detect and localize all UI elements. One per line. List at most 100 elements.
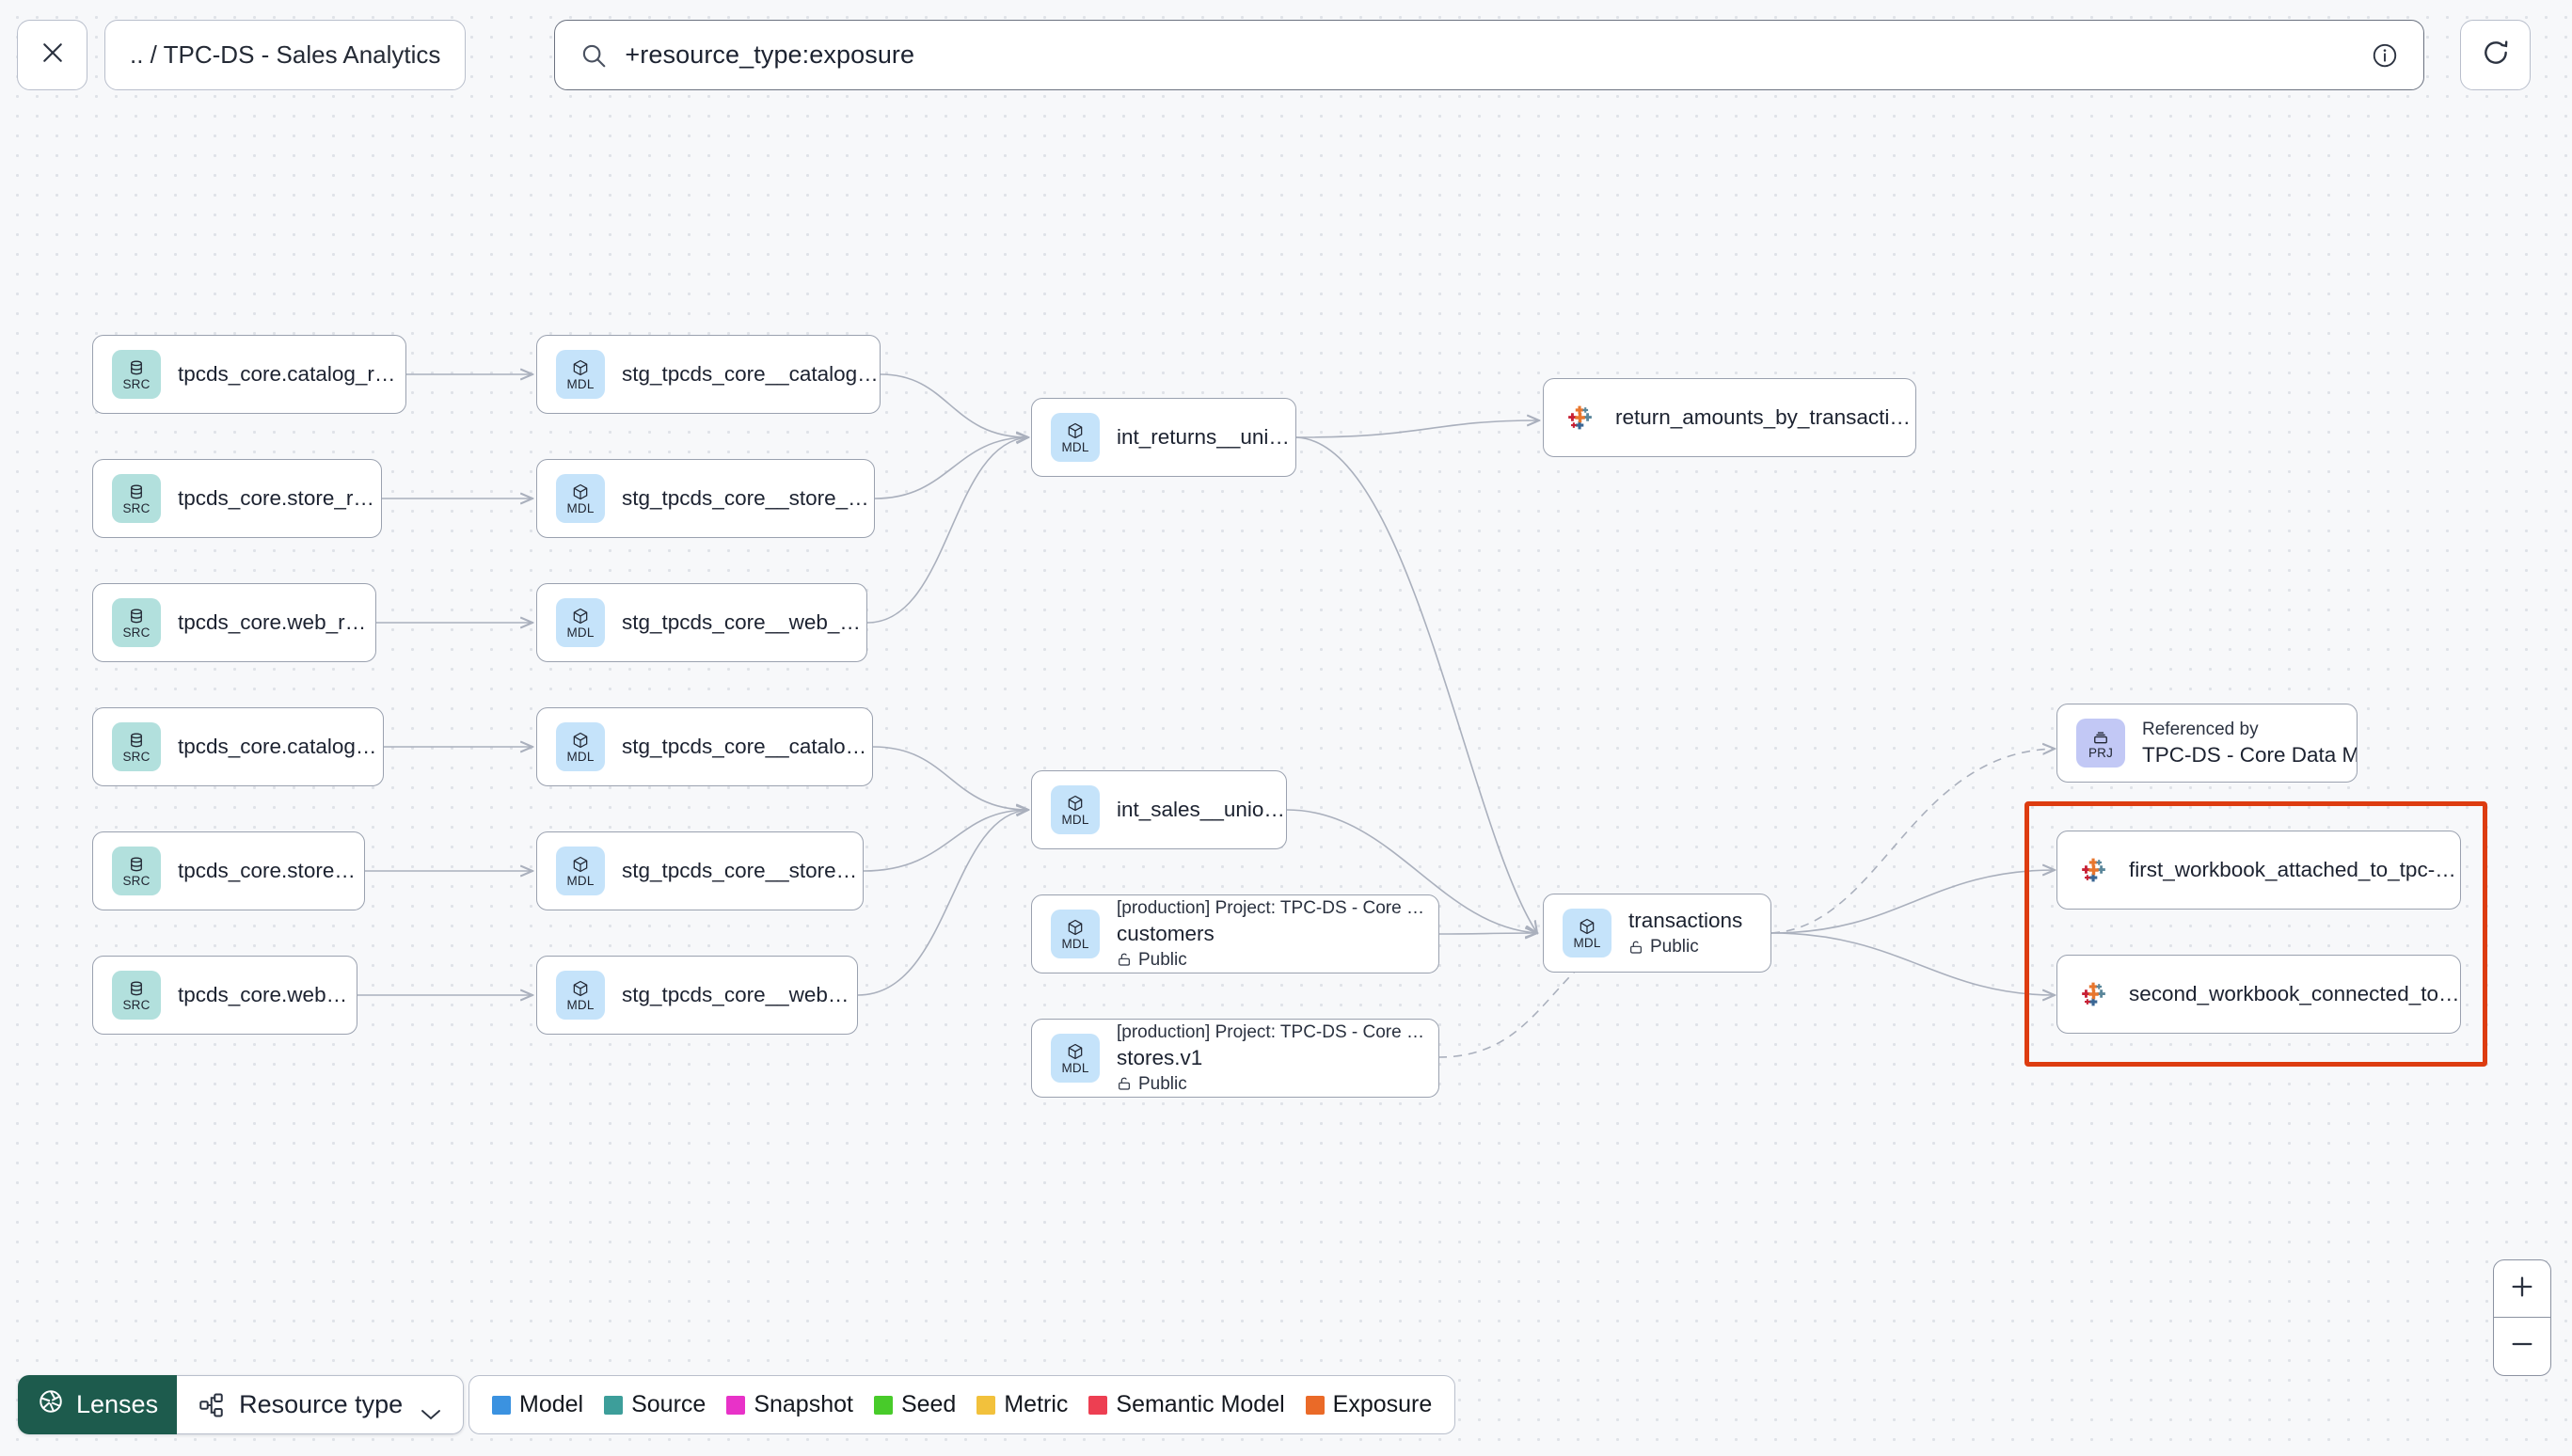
info-icon[interactable] [2371,41,2399,70]
node-semantic-model[interactable]: MDL [production] Project: TPC-DS - Core … [1031,894,1439,973]
lenses-control-group: Lenses Resource type [18,1375,465,1434]
breadcrumb[interactable]: .. / TPC-DS - Sales Analytics [104,20,467,90]
legend-item: Exposure [1305,1391,1433,1418]
search-input[interactable] [625,40,2372,70]
search-bar[interactable] [554,20,2425,90]
badge-label: MDL [566,377,595,391]
node-access: Public [1117,950,1425,971]
legend-label: Seed [900,1391,957,1417]
close-button[interactable] [17,20,87,90]
legend-swatch [873,1395,893,1415]
refresh-icon [2481,38,2511,72]
node-metric[interactable]: return_amounts_by_transaction_type [1543,378,1916,457]
tableau-icon [1563,400,1598,435]
node-semantic-model[interactable]: MDL [production] Project: TPC-DS - Core … [1031,1019,1439,1098]
badge-label: MDL [1061,813,1089,827]
node-label: customers [1117,921,1215,945]
node-access-label: Public [1138,949,1187,970]
node-label: tpcds_core.web_returns [178,610,375,634]
node-source[interactable]: SRC tpcds_core.store_sales [92,831,365,910]
node-model-intermediate[interactable]: MDL int_returns__unioned [1031,398,1296,477]
legend-swatch [1088,1395,1108,1415]
node-exposure[interactable]: first_workbook_attached_to_tpc-ds_-_… [2056,831,2461,910]
node-model-staging[interactable]: MDL stg_tpcds_core__catalog_returns [536,335,881,414]
node-source[interactable]: SRC tpcds_core.store_returns [92,459,382,538]
node-access-label: Public [1650,937,1699,957]
unlock-icon [1117,952,1132,968]
minus-icon [2509,1331,2535,1362]
node-label: stg_tpcds_core__catalog_returns [622,362,880,386]
legend-item: Source [604,1391,706,1418]
resource-type-label: Resource type [239,1390,404,1418]
node-access-label: Public [1138,1073,1187,1094]
badge-label: MDL [1573,936,1601,950]
badge-label: MDL [566,625,595,640]
node-model-intermediate[interactable]: MDL int_sales__unioned [1031,770,1287,849]
model-badge: MDL [1051,413,1100,462]
badge-label: PRJ [2088,746,2114,760]
legend-label: Semantic Model [1116,1391,1285,1417]
resource-type-legend: Model Source Snapshot Seed Metric Semant… [468,1375,1456,1434]
unlock-icon [1628,940,1643,956]
refresh-button[interactable] [2460,20,2532,90]
badge-label: MDL [566,750,595,764]
tableau-icon [2076,976,2112,1012]
node-label: stg_tpcds_core__web_returns [622,610,866,634]
legend-label: Model [519,1391,584,1417]
node-label: int_sales__unioned [1117,798,1286,821]
node-label: first_workbook_attached_to_tpc-ds_-_… [2129,858,2460,881]
project-badge: PRJ [2076,719,2125,768]
node-exposure[interactable]: second_workbook_connected_to_live… [2056,955,2461,1034]
legend-item: Seed [873,1391,957,1418]
node-transactions[interactable]: MDL transactions Public [1543,894,1771,973]
node-label: tpcds_core.store_returns [178,486,381,510]
resource-type-icon [198,1391,226,1419]
model-badge: MDL [556,722,605,771]
node-model-staging[interactable]: MDL stg_tpcds_core__web_sales [536,956,858,1035]
legend-item: Model [492,1391,583,1418]
badge-label: MDL [1061,440,1089,454]
model-badge: MDL [556,971,605,1020]
legend-label: Metric [1004,1391,1069,1417]
node-model-staging[interactable]: MDL stg_tpcds_core__web_returns [536,583,867,662]
badge-label: SRC [122,998,151,1012]
node-project-reference[interactable]: PRJ Referenced by TPC-DS - Core Data Mod… [2056,704,2358,783]
node-label: stg_tpcds_core__web_sales [622,983,857,1006]
legend-item: Snapshot [726,1391,853,1418]
node-label: tpcds_core.catalog_returns [178,362,405,386]
node-access: Public [1117,1074,1425,1095]
node-model-staging[interactable]: MDL stg_tpcds_core__catalog_sales [536,707,873,786]
source-badge: SRC [112,847,161,895]
badge-label: SRC [122,501,151,515]
legend-label: Source [631,1391,707,1417]
badge-label: MDL [1061,937,1089,951]
node-source[interactable]: SRC tpcds_core.web_sales [92,956,357,1035]
lens-icon [37,1387,65,1422]
node-label: stg_tpcds_core__store_returns [622,486,874,510]
node-model-staging[interactable]: MDL stg_tpcds_core__store_returns [536,459,875,538]
node-source[interactable]: SRC tpcds_core.catalog_sales [92,707,384,786]
badge-label: MDL [566,874,595,888]
node-model-staging[interactable]: MDL stg_tpcds_core__store_sales [536,831,864,910]
zoom-out-button[interactable] [2494,1318,2550,1375]
node-project-label: [production] Project: TPC-DS - Core Data… [1117,1021,1425,1042]
bottom-toolbar: Lenses Resource type [0,1345,2572,1456]
node-source[interactable]: SRC tpcds_core.catalog_returns [92,335,406,414]
lenses-button[interactable]: Lenses [18,1375,178,1434]
model-badge: MDL [1563,909,1611,957]
model-badge: MDL [1051,910,1100,958]
source-badge: SRC [112,474,161,523]
zoom-in-button[interactable] [2494,1260,2550,1318]
legend-swatch [976,1395,996,1415]
badge-label: SRC [122,750,151,764]
resource-type-dropdown[interactable]: Resource type [177,1375,465,1434]
node-label: stores.v1 [1117,1045,1203,1069]
legend-label: Exposure [1332,1391,1433,1417]
node-label: stg_tpcds_core__catalog_sales [622,735,872,758]
node-source[interactable]: SRC tpcds_core.web_returns [92,583,376,662]
badge-label: SRC [122,625,151,640]
badge-label: SRC [122,874,151,888]
node-label: second_workbook_connected_to_live… [2129,982,2460,1005]
